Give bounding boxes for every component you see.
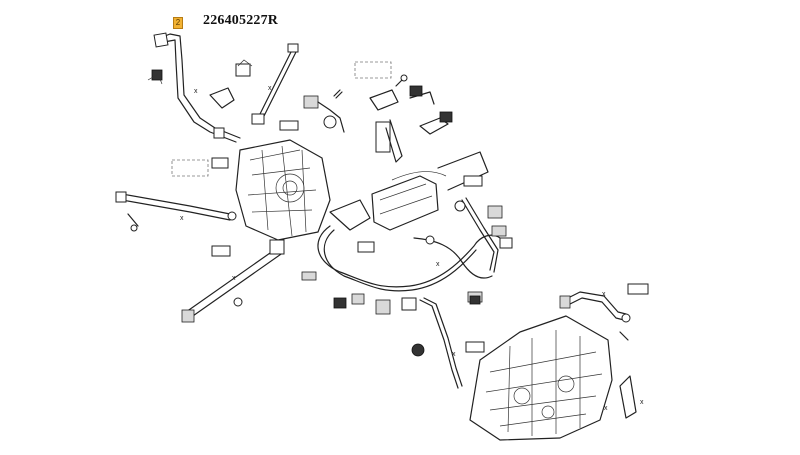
part-number-label: 226405227R <box>203 13 279 28</box>
callout-badge: 2 <box>173 17 183 29</box>
rear-sensor-rod: x <box>235 43 299 131</box>
svg-text:x: x <box>452 351 456 358</box>
svg-text:x: x <box>232 275 236 282</box>
catalytic-converter <box>329 151 489 253</box>
mounting-bracket-cluster <box>369 74 453 163</box>
placeholder-box <box>171 159 209 177</box>
svg-text:x: x <box>180 215 184 222</box>
oxygen-sensor-left: x <box>115 191 237 232</box>
pressure-sensor <box>303 89 345 133</box>
harness-connectors: x <box>301 271 485 389</box>
engine-block: x x <box>469 315 644 441</box>
svg-text:x: x <box>602 291 606 298</box>
upstream-sensor-lead: x <box>147 32 241 143</box>
oxygen-sensor-right: x <box>559 283 649 341</box>
engine-turbo-assembly <box>211 139 331 257</box>
lower-sensor-rod: x <box>181 239 285 323</box>
svg-text:x: x <box>436 261 440 268</box>
svg-text:x: x <box>604 405 608 412</box>
svg-text:x: x <box>640 399 644 406</box>
wiring-harness: x <box>317 175 513 292</box>
svg-text:x: x <box>268 85 272 92</box>
placeholder-box <box>354 61 392 79</box>
callout-box <box>279 120 299 131</box>
svg-text:x: x <box>194 88 198 95</box>
